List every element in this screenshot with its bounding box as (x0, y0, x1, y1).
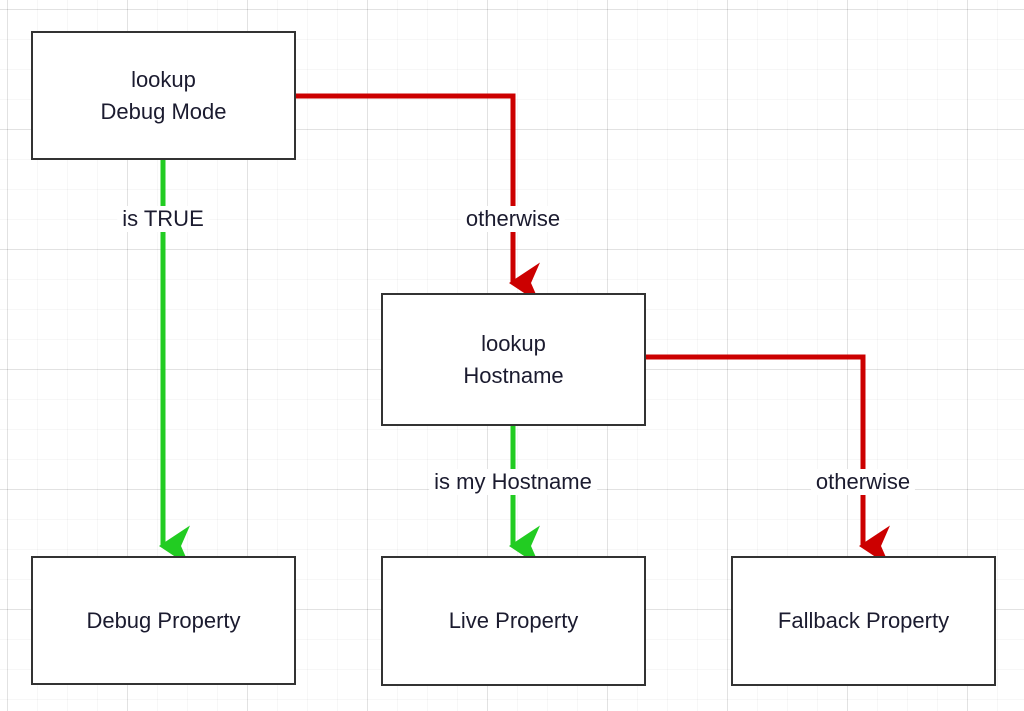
node-live-property[interactable]: Live Property (381, 556, 646, 686)
node-lookup-hostname[interactable]: lookup Hostname (381, 293, 646, 426)
edge-label-is-true: is TRUE (117, 206, 209, 232)
node-lookup-debug-mode[interactable]: lookup Debug Mode (31, 31, 296, 160)
edge-debug-mode-to-lookup-hostname (296, 93, 540, 304)
node-label-lookup-debug-mode: lookup Debug Mode (100, 66, 227, 124)
node-fallback-property[interactable]: Fallback Property (731, 556, 996, 686)
edge-label-otherwise-debug-mode: otherwise (460, 206, 566, 232)
node-debug-property[interactable]: Debug Property (31, 556, 296, 685)
node-label-debug-property: Debug Property (86, 607, 241, 633)
node-label-lookup-hostname: lookup Hostname (463, 330, 564, 388)
node-label-live-property: Live Property (448, 608, 579, 633)
edge-label-is-my-hostname: is my Hostname (429, 469, 597, 495)
edge-label-otherwise-hostname: otherwise (810, 469, 916, 495)
node-label-fallback-property: Fallback Property (777, 608, 950, 633)
edge-hostname-to-fallback-property (646, 354, 890, 567)
